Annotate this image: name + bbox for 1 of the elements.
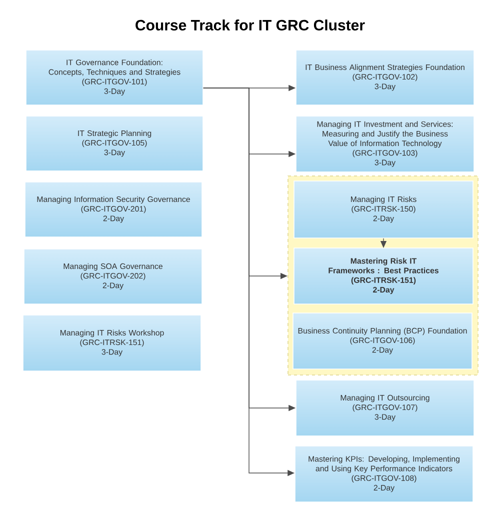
- title: Course Track for IT GRC Cluster: [136, 20, 365, 30]
